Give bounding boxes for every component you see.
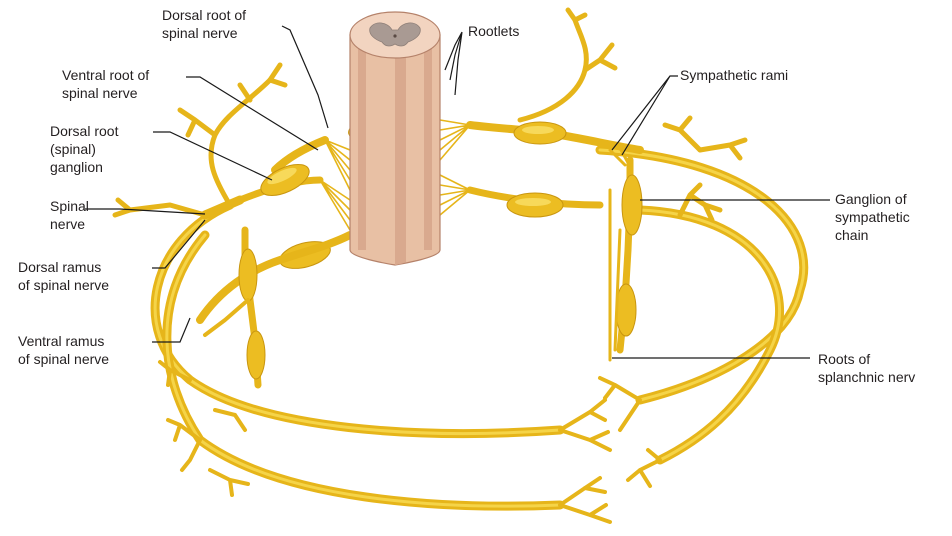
right-sympathetic-chain	[610, 148, 642, 360]
label-ventral-root-of-spinal-nerve: Ventral root of spinal nerve	[62, 66, 149, 102]
spinal-cord	[350, 12, 440, 265]
label-dorsal-root-spinal-ganglion: Dorsal root (spinal) ganglion	[50, 122, 118, 176]
label-dorsal-ramus-of-spinal-nerve: Dorsal ramus of spinal nerve	[18, 258, 109, 294]
label-ventral-ramus-of-spinal-nerve: Ventral ramus of spinal nerve	[18, 332, 109, 368]
label-rootlets: Rootlets	[468, 22, 519, 40]
label-roots-of-splanchnic-nerve: Roots of splanchnic nerv	[818, 350, 915, 386]
lower-left-spinal-nerve	[200, 235, 350, 320]
label-dorsal-root-of-spinal-nerve: Dorsal root of spinal nerve	[162, 6, 246, 42]
label-sympathetic-rami: Sympathetic rami	[680, 66, 788, 84]
label-spinal-nerve: Spinal nerve	[50, 197, 89, 233]
label-ganglion-of-sympathetic-chain: Ganglion of sympathetic chain	[835, 190, 910, 244]
